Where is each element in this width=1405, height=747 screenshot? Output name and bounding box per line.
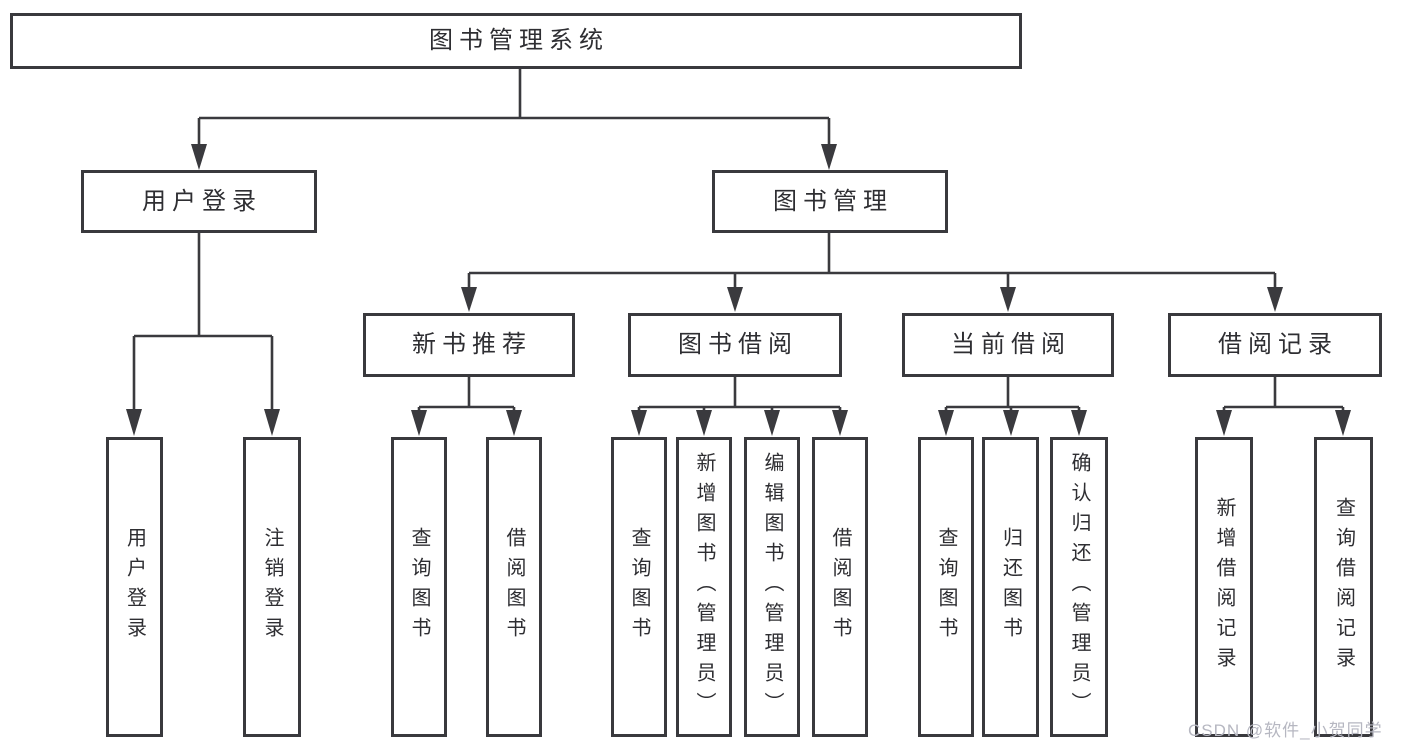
node-label: 查询借阅记录 <box>1332 497 1355 677</box>
node-borrow-edit-books-admin: 编辑图书（管理员） <box>744 437 800 737</box>
node-library-management-system: 图书管理系统 <box>10 13 1022 69</box>
connector-new-book-recommend-children <box>411 377 522 436</box>
node-borrow-add-books-admin: 新增图书（管理员） <box>676 437 732 737</box>
node-current-confirm-return-admin: 确认归还（管理员） <box>1050 437 1108 737</box>
node-label: 用户登录 <box>123 527 146 647</box>
node-label: 借阅记录 <box>1218 331 1338 358</box>
connector-borrowing-records-children <box>1216 377 1351 436</box>
connector-book-management-children <box>461 233 1283 312</box>
node-label: 借阅图书 <box>829 527 851 647</box>
node-current-query-books: 查询图书 <box>918 437 974 737</box>
node-login-user-login: 用户登录 <box>106 437 163 737</box>
node-newrec-query-books: 查询图书 <box>391 437 447 737</box>
node-label: 当前借阅 <box>951 331 1071 358</box>
node-label: 新增图书（管理员） <box>693 452 715 722</box>
node-label: 查询图书 <box>628 527 650 647</box>
node-label: 确认归还（管理员） <box>1068 452 1090 722</box>
node-current-return-books: 归还图书 <box>982 437 1039 737</box>
node-label: 用户登录 <box>142 187 262 215</box>
node-borrowing-records: 借阅记录 <box>1168 313 1382 377</box>
node-new-book-recommend: 新书推荐 <box>363 313 575 377</box>
node-borrow-borrow-books: 借阅图书 <box>812 437 868 737</box>
node-label: 图书管理 <box>773 187 893 215</box>
node-label: 图书借阅 <box>678 331 798 358</box>
connector-current-borrowing-children <box>938 377 1087 436</box>
node-login-logout: 注销登录 <box>243 437 301 737</box>
node-label: 借阅图书 <box>503 527 525 647</box>
node-label: 新书推荐 <box>412 331 532 358</box>
node-label: 查询图书 <box>408 527 430 647</box>
node-label: 编辑图书（管理员） <box>761 452 783 722</box>
connector-user-login-children <box>126 233 280 436</box>
node-label: 新增借阅记录 <box>1213 497 1235 677</box>
node-label: 图书管理系统 <box>429 27 609 54</box>
node-label: 注销登录 <box>261 527 283 647</box>
node-records-add-borrow-record: 新增借阅记录 <box>1195 437 1253 737</box>
node-newrec-borrow-books: 借阅图书 <box>486 437 542 737</box>
node-label: 查询图书 <box>935 527 957 647</box>
connector-root-to-level2 <box>191 69 837 170</box>
node-book-borrowing: 图书借阅 <box>628 313 842 377</box>
connector-book-borrowing-children <box>631 377 848 436</box>
node-label: 归还图书 <box>999 527 1022 647</box>
node-current-borrowing: 当前借阅 <box>902 313 1114 377</box>
node-user-login: 用户登录 <box>81 170 317 233</box>
node-records-query-borrow-record: 查询借阅记录 <box>1314 437 1373 737</box>
watermark: CSDN @软件_小贺同学 <box>1188 721 1383 740</box>
node-borrow-query-books: 查询图书 <box>611 437 667 737</box>
node-book-management: 图书管理 <box>712 170 948 233</box>
